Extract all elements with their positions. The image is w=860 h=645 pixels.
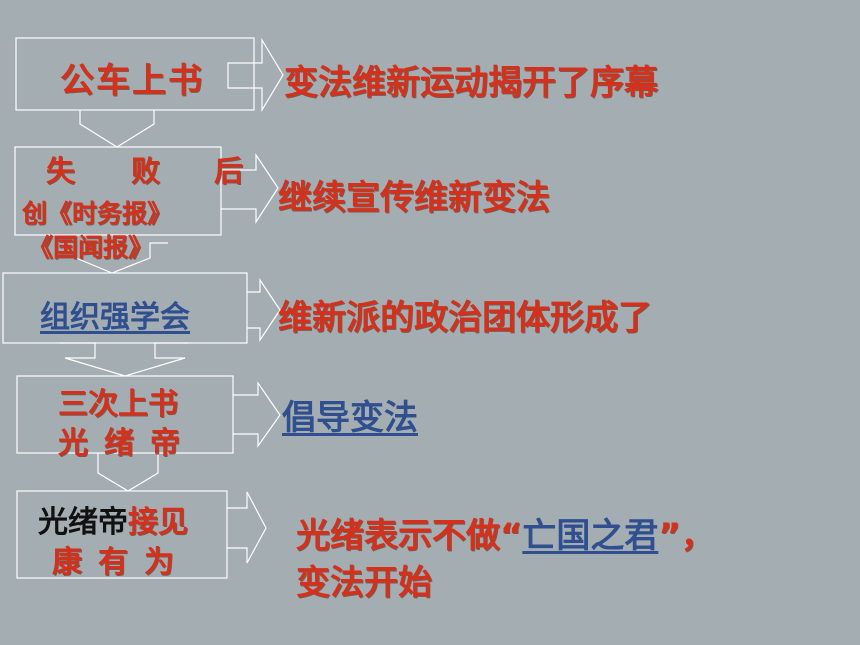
char-hou: 后	[214, 154, 244, 188]
right-arrow-2	[221, 153, 279, 225]
char-shi: 失	[46, 154, 76, 188]
right-arrow-3	[247, 278, 281, 342]
step-5-result-line2: 变法开始	[296, 563, 432, 603]
step-2-box-line3: 《国闻报》	[28, 233, 154, 262]
step-2-result: 继续宣传维新变法	[278, 178, 550, 218]
step-5-box-line1: 光绪帝接见	[38, 497, 188, 541]
step-4-box-line1: 三次上书	[58, 387, 178, 422]
down-arrow-2	[75, 242, 168, 274]
step-3-result: 维新派的政治团体形成了	[278, 298, 652, 338]
char-bai: 败	[131, 154, 161, 188]
char-di: 帝	[150, 426, 180, 461]
char-you: 有	[98, 545, 128, 580]
text-jiejian: 接见	[128, 505, 188, 540]
char-kang: 康	[52, 545, 82, 580]
step-4-box-line2: 光绪帝	[58, 418, 180, 462]
step-box-3	[2, 272, 248, 344]
wangguozhijun-link[interactable]: 亡国之君	[522, 516, 659, 556]
text-guangxudi: 光绪帝	[38, 505, 128, 540]
step-box-2	[14, 146, 222, 236]
step-4-result-link[interactable]: 倡导变法	[282, 398, 418, 438]
step-box-1	[15, 37, 255, 111]
result-prefix: 光绪表示不做“	[296, 516, 523, 556]
char-wei: 为	[144, 545, 174, 580]
down-arrow-1	[79, 110, 155, 148]
step-3-box-link[interactable]: 组织强学会	[40, 300, 190, 335]
step-1-box-text: 公车上书	[60, 61, 204, 101]
right-arrow-1	[227, 37, 284, 113]
char-xu: 绪	[104, 426, 134, 461]
down-arrow-3	[60, 342, 188, 377]
step-box-5	[16, 490, 228, 579]
step-box-4	[16, 375, 234, 454]
step-1-result: 变法维新运动揭开了序幕	[284, 63, 658, 103]
step-5-result-line1: 光绪表示不做“亡国之君”，	[296, 508, 715, 557]
char-guang: 光	[58, 426, 88, 461]
step-2-box-line2: 创《时务报》	[22, 199, 173, 228]
step-5-box-line2: 康有为	[52, 537, 174, 581]
right-arrow-5	[227, 491, 267, 564]
step-2-box-line1: 失败后	[46, 148, 243, 190]
right-arrow-4	[233, 381, 281, 448]
result-suffix: ”，	[658, 516, 715, 556]
